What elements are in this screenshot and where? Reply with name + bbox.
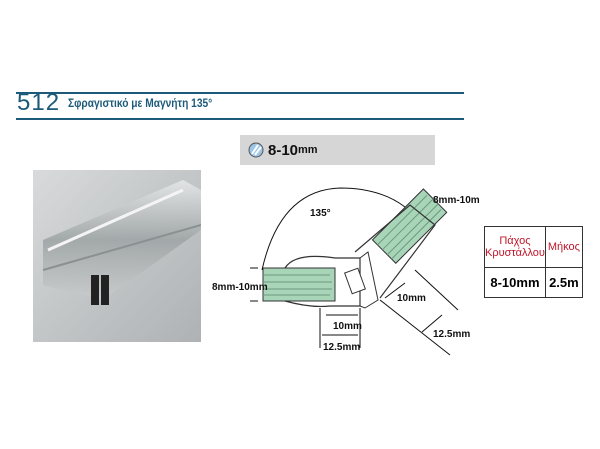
table-row: 8-10mm 2.5m	[484, 267, 583, 298]
value-glass-thickness: 8-10mm	[484, 267, 546, 298]
dim-outer-right: 12.5mm	[433, 329, 470, 340]
dim-inner-bottom: 10mm	[333, 321, 362, 332]
profile-diagram: 135° 8mm-10mm 8mm-10mm 10mm 12.5mm 10mm …	[212, 187, 480, 356]
spec-table: Πάχος Κρυστάλλου Μήκος 8-10mm 2.5m	[484, 226, 583, 298]
table-header-row: Πάχος Κρυστάλλου Μήκος	[484, 226, 583, 268]
bottom-divider	[16, 118, 464, 120]
glass-thickness-icon	[248, 142, 264, 158]
dim-inner-right: 10mm	[397, 293, 426, 304]
magnet-housing	[359, 251, 379, 309]
angle-label: 135°	[310, 208, 331, 219]
left-glass	[262, 267, 336, 302]
right-glass-label: 8mm-10mm	[433, 195, 480, 206]
product-photo	[33, 170, 201, 342]
header-length: Μήκος	[544, 226, 583, 268]
dim-outer-bottom: 12.5mm	[323, 342, 360, 353]
product-code: 512	[17, 89, 61, 116]
right-seal	[354, 204, 436, 299]
header-glass-thickness: Πάχος Κρυστάλλου	[484, 226, 546, 268]
magnet	[344, 267, 366, 295]
left-glass-label: 8mm-10mm	[212, 282, 268, 293]
thickness-unit: mm	[298, 144, 318, 156]
right-glass	[371, 188, 448, 264]
top-divider	[16, 92, 464, 94]
value-length: 2.5m	[544, 267, 583, 298]
thickness-value: 8-10	[268, 141, 299, 159]
product-title: Σφραγιστικό με Μαγνήτη 135°	[68, 96, 213, 110]
angle-arc	[261, 187, 406, 271]
